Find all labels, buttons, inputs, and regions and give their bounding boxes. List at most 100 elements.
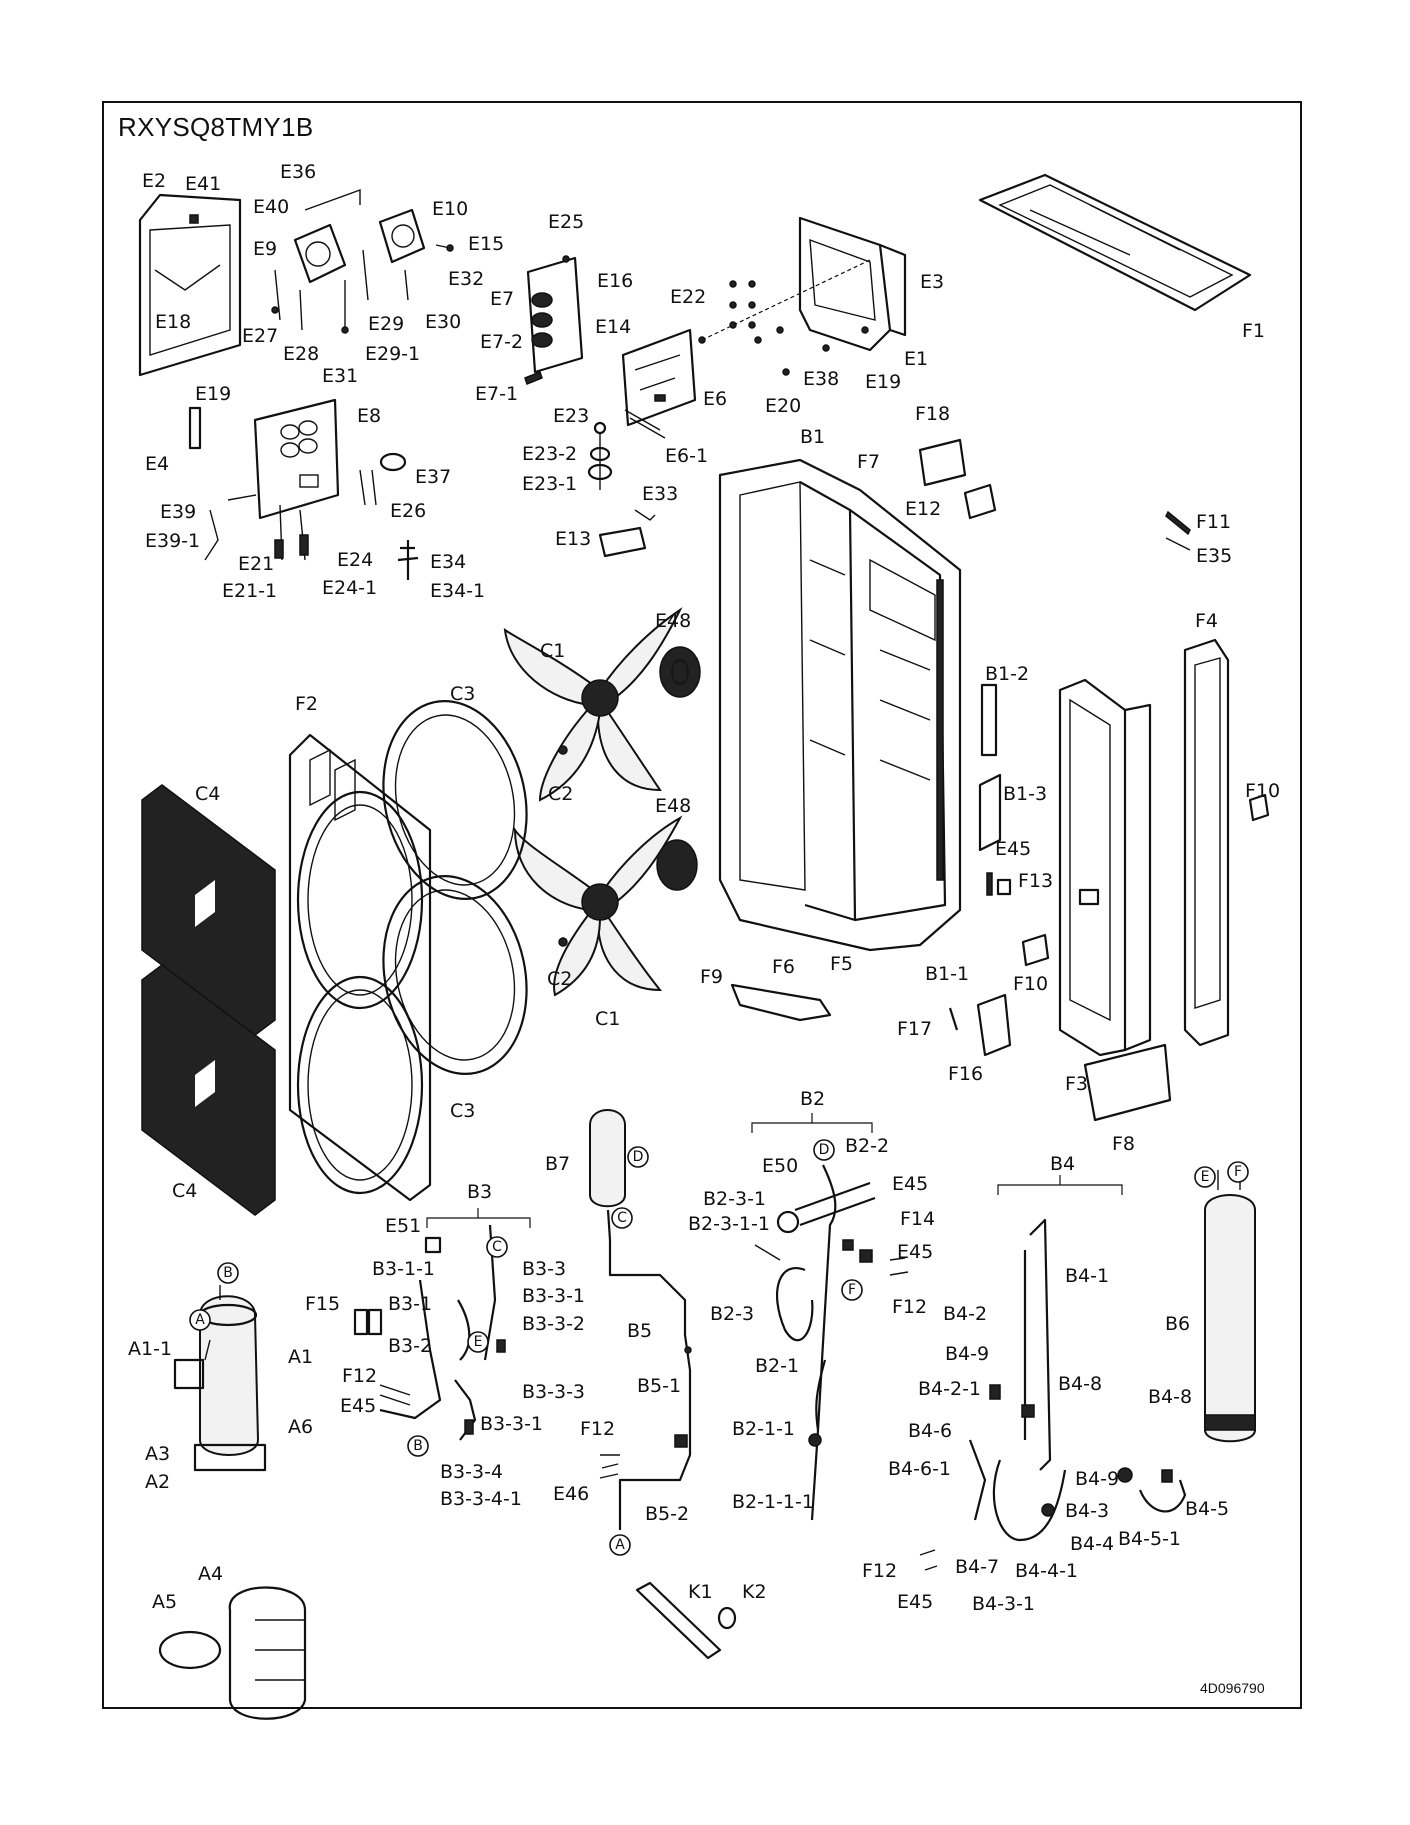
svg-text:B4-5: B4-5 <box>1185 1498 1229 1520</box>
svg-text:E45: E45 <box>995 838 1031 860</box>
svg-text:E15: E15 <box>468 233 504 255</box>
svg-text:E7: E7 <box>490 288 514 310</box>
part-c2-nut-upper <box>558 745 568 755</box>
svg-text:C4: C4 <box>172 1180 197 1202</box>
svg-text:F15: F15 <box>305 1293 340 1315</box>
svg-text:E7-1: E7-1 <box>475 383 518 405</box>
svg-text:E12: E12 <box>905 498 941 520</box>
part-b3-bolts <box>379 1384 411 1406</box>
svg-text:B1-3: B1-3 <box>1003 783 1047 805</box>
svg-text:E27: E27 <box>242 325 278 347</box>
svg-text:E45: E45 <box>340 1395 376 1417</box>
svg-text:E6: E6 <box>703 388 727 410</box>
svg-text:E7-2: E7-2 <box>480 331 523 353</box>
part-k1 <box>635 1581 722 1660</box>
connector-c-b7: C <box>611 1207 633 1229</box>
svg-text:A1: A1 <box>288 1346 313 1368</box>
svg-text:C3: C3 <box>450 683 475 705</box>
svg-text:B4-4-1: B4-4-1 <box>1015 1560 1078 1582</box>
part-k2 <box>717 1606 737 1630</box>
part-c2-nut-lower <box>558 937 568 947</box>
svg-text:F8: F8 <box>1112 1133 1135 1155</box>
svg-text:B4-3-1: B4-3-1 <box>972 1593 1035 1615</box>
svg-text:A3: A3 <box>145 1443 170 1465</box>
part-e2-panel <box>138 193 242 377</box>
svg-text:F12: F12 <box>580 1418 615 1440</box>
svg-text:F17: F17 <box>897 1018 932 1040</box>
part-c4-grille-lower <box>141 964 276 1216</box>
svg-text:E21-1: E21-1 <box>222 580 277 602</box>
connector-e-b3: E <box>467 1331 489 1353</box>
svg-text:A6: A6 <box>288 1416 313 1438</box>
connector-d-b2: D <box>813 1139 835 1161</box>
part-b3-piping <box>379 1224 506 1441</box>
svg-text:D: D <box>633 1149 644 1165</box>
part-f2-front-frame <box>288 733 432 1202</box>
part-f11 <box>1165 510 1191 536</box>
part-b2-piping <box>754 1164 909 1521</box>
svg-text:E16: E16 <box>597 270 633 292</box>
part-fan-lower <box>513 815 683 997</box>
svg-text:E: E <box>1201 1169 1210 1185</box>
svg-text:B3-3: B3-3 <box>522 1258 566 1280</box>
svg-text:E45: E45 <box>892 1173 928 1195</box>
svg-text:F12: F12 <box>342 1365 377 1387</box>
svg-text:B3-1-1: B3-1-1 <box>372 1258 435 1280</box>
svg-text:F5: F5 <box>830 953 853 975</box>
svg-text:E23: E23 <box>553 405 589 427</box>
svg-text:E38: E38 <box>803 368 839 390</box>
part-e7-board <box>524 255 584 385</box>
svg-text:E24-1: E24-1 <box>322 577 377 599</box>
svg-text:E22: E22 <box>670 286 706 308</box>
svg-text:B4-2: B4-2 <box>943 1303 987 1325</box>
connector-c-b3: C <box>486 1236 508 1258</box>
part-e37 <box>379 452 407 472</box>
svg-text:C1: C1 <box>595 1008 620 1030</box>
svg-text:F12: F12 <box>892 1296 927 1318</box>
svg-text:B1-2: B1-2 <box>985 663 1029 685</box>
bracket-b3 <box>426 1208 531 1228</box>
svg-text:E25: E25 <box>548 211 584 233</box>
svg-text:E19: E19 <box>865 371 901 393</box>
svg-text:B5: B5 <box>627 1320 652 1342</box>
svg-text:B4-3: B4-3 <box>1065 1500 1109 1522</box>
svg-text:F11: F11 <box>1196 511 1231 533</box>
part-b1-2 <box>980 683 998 757</box>
model-number: RXYSQ8TMY1B <box>118 112 314 142</box>
svg-text:E29-1: E29-1 <box>365 343 420 365</box>
svg-text:E18: E18 <box>155 311 191 333</box>
part-c3-shroud-lower <box>382 875 528 1075</box>
svg-text:B: B <box>223 1265 233 1281</box>
svg-text:F2: F2 <box>295 693 318 715</box>
svg-text:E40: E40 <box>253 196 289 218</box>
svg-text:E28: E28 <box>283 343 319 365</box>
svg-text:B4-4: B4-4 <box>1070 1533 1114 1555</box>
part-fan-upper <box>503 607 683 802</box>
svg-text:F12: F12 <box>862 1560 897 1582</box>
connector-f-b2: F <box>841 1279 863 1301</box>
svg-text:A5: A5 <box>152 1591 177 1613</box>
svg-text:E23-1: E23-1 <box>522 473 577 495</box>
connector-d-b7: D <box>627 1146 649 1168</box>
part-e6-board <box>621 328 706 439</box>
connector-b-b3: B <box>407 1435 429 1457</box>
svg-text:E51: E51 <box>385 1215 421 1237</box>
svg-text:E39-1: E39-1 <box>145 530 200 552</box>
svg-text:B3-3-3: B3-3-3 <box>522 1381 585 1403</box>
svg-text:K2: K2 <box>742 1581 767 1603</box>
svg-text:A4: A4 <box>198 1563 223 1585</box>
svg-text:E21: E21 <box>238 553 274 575</box>
svg-text:A: A <box>195 1312 205 1328</box>
svg-text:B4: B4 <box>1050 1153 1075 1175</box>
svg-text:B1: B1 <box>800 426 825 448</box>
svg-text:E36: E36 <box>280 161 316 183</box>
svg-text:C2: C2 <box>547 968 572 990</box>
part-e35 <box>1165 537 1191 551</box>
svg-text:F14: F14 <box>900 1208 935 1230</box>
svg-text:E23-2: E23-2 <box>522 443 577 465</box>
part-b5-joint <box>684 1346 692 1354</box>
svg-text:F16: F16 <box>948 1063 983 1085</box>
svg-text:C3: C3 <box>450 1100 475 1122</box>
part-f4-panel <box>1183 638 1230 1047</box>
svg-text:B4-7: B4-7 <box>955 1556 999 1578</box>
